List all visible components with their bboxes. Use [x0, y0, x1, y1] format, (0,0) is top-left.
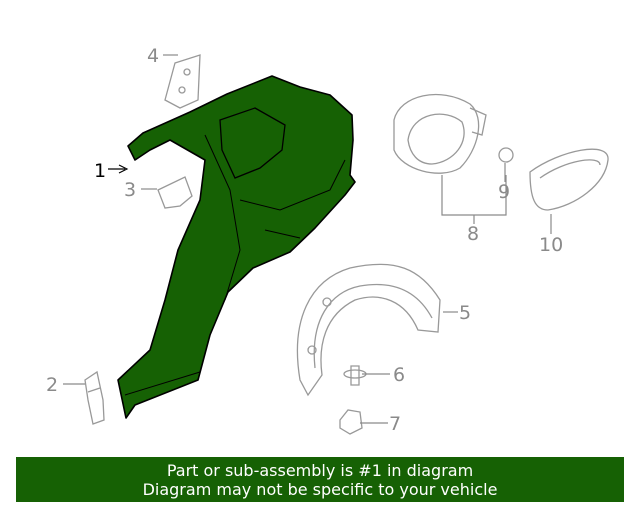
callout-9[interactable]: 9	[498, 181, 510, 203]
part-9-bumper[interactable]	[498, 147, 514, 163]
callout-5[interactable]: 5	[459, 302, 471, 324]
callout-10[interactable]: 10	[539, 234, 563, 256]
part-7-fastener[interactable]	[339, 409, 363, 435]
part-10-fuel-door[interactable]	[529, 148, 609, 211]
callout-8[interactable]: 8	[467, 223, 479, 245]
part-6-clip[interactable]	[343, 365, 367, 386]
diagram-notice-banner: Part or sub-assembly is #1 in diagram Di…	[16, 457, 624, 502]
callout-2[interactable]: 2	[46, 374, 58, 396]
part-4-bracket[interactable]	[164, 54, 201, 109]
part-8-fuel-door-housing[interactable]	[393, 93, 487, 174]
part-1-quarter-panel[interactable]	[117, 75, 356, 419]
callout-7[interactable]: 7	[389, 413, 401, 435]
banner-line-2: Diagram may not be specific to your vehi…	[142, 479, 498, 499]
callout-6[interactable]: 6	[393, 364, 405, 386]
part-5-wheel-liner[interactable]	[296, 263, 441, 397]
leader-lines	[63, 54, 552, 424]
callout-4[interactable]: 4	[147, 45, 159, 67]
callout-1[interactable]: 1	[94, 160, 106, 182]
parts-diagram: 1 2 3 4 5 6 7 8 9 10	[46, 45, 609, 435]
banner-line-1: Part or sub-assembly is #1 in diagram	[166, 460, 474, 480]
part-3-patch[interactable]	[157, 176, 193, 209]
part-2-bracket[interactable]	[84, 370, 105, 425]
callout-3[interactable]: 3	[124, 179, 136, 201]
